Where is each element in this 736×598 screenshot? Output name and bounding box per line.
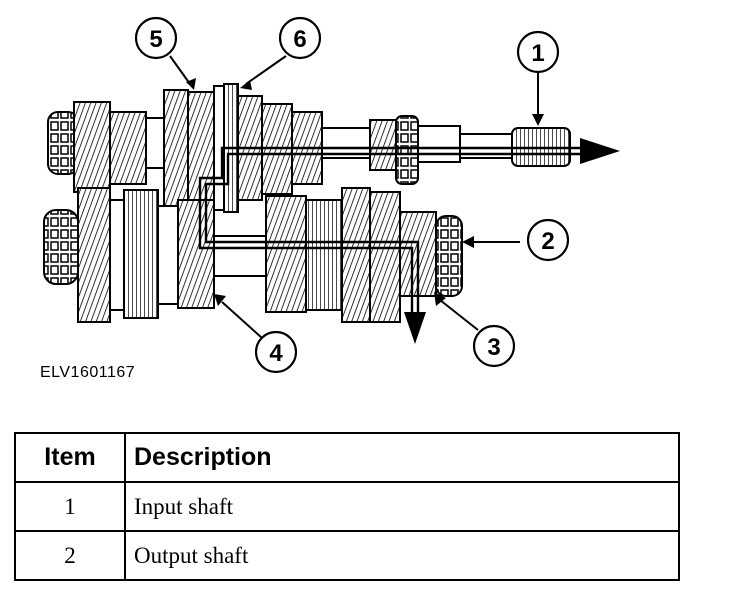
- callout-6-label: 6: [293, 26, 306, 53]
- callout-5: 5: [134, 16, 178, 60]
- table-row: 2 Output shaft: [14, 530, 680, 581]
- gearbox-diagram: 1 2 3 4 5 6: [43, 16, 620, 374]
- callout-5-label: 5: [149, 26, 162, 53]
- callout-4: 4: [254, 330, 298, 374]
- power-flow-path: [198, 146, 592, 320]
- legend-header-row: Item Description: [14, 432, 680, 483]
- callout-3: 3: [472, 324, 516, 368]
- row-2-item: 2: [14, 530, 126, 581]
- callout-arrowheads: [186, 78, 544, 306]
- callout-leaders: [169, 55, 539, 339]
- callout-1: 1: [516, 30, 560, 74]
- callout-6: 6: [278, 16, 322, 60]
- table-row: 1 Input shaft: [14, 481, 680, 532]
- header-description: Description: [124, 432, 680, 483]
- output-flow-arrowhead: [404, 312, 426, 344]
- callout-1-label: 1: [531, 40, 544, 67]
- figure-id: ELV1601167: [40, 364, 136, 381]
- callout-2: 2: [526, 218, 570, 262]
- callout-4-label: 4: [269, 340, 283, 367]
- callout-3-label: 3: [487, 334, 500, 361]
- header-item: Item: [14, 432, 126, 483]
- upper-shaft-assembly: [47, 83, 571, 213]
- lower-shaft-assembly: [43, 187, 463, 323]
- legend-table: Item Description 1 Input shaft 2 Output …: [14, 432, 680, 581]
- input-flow-arrowhead: [580, 138, 620, 164]
- row-1-description: Input shaft: [124, 481, 680, 532]
- row-1-item: 1: [14, 481, 126, 532]
- row-2-description: Output shaft: [124, 530, 680, 581]
- callout-2-label: 2: [541, 228, 554, 255]
